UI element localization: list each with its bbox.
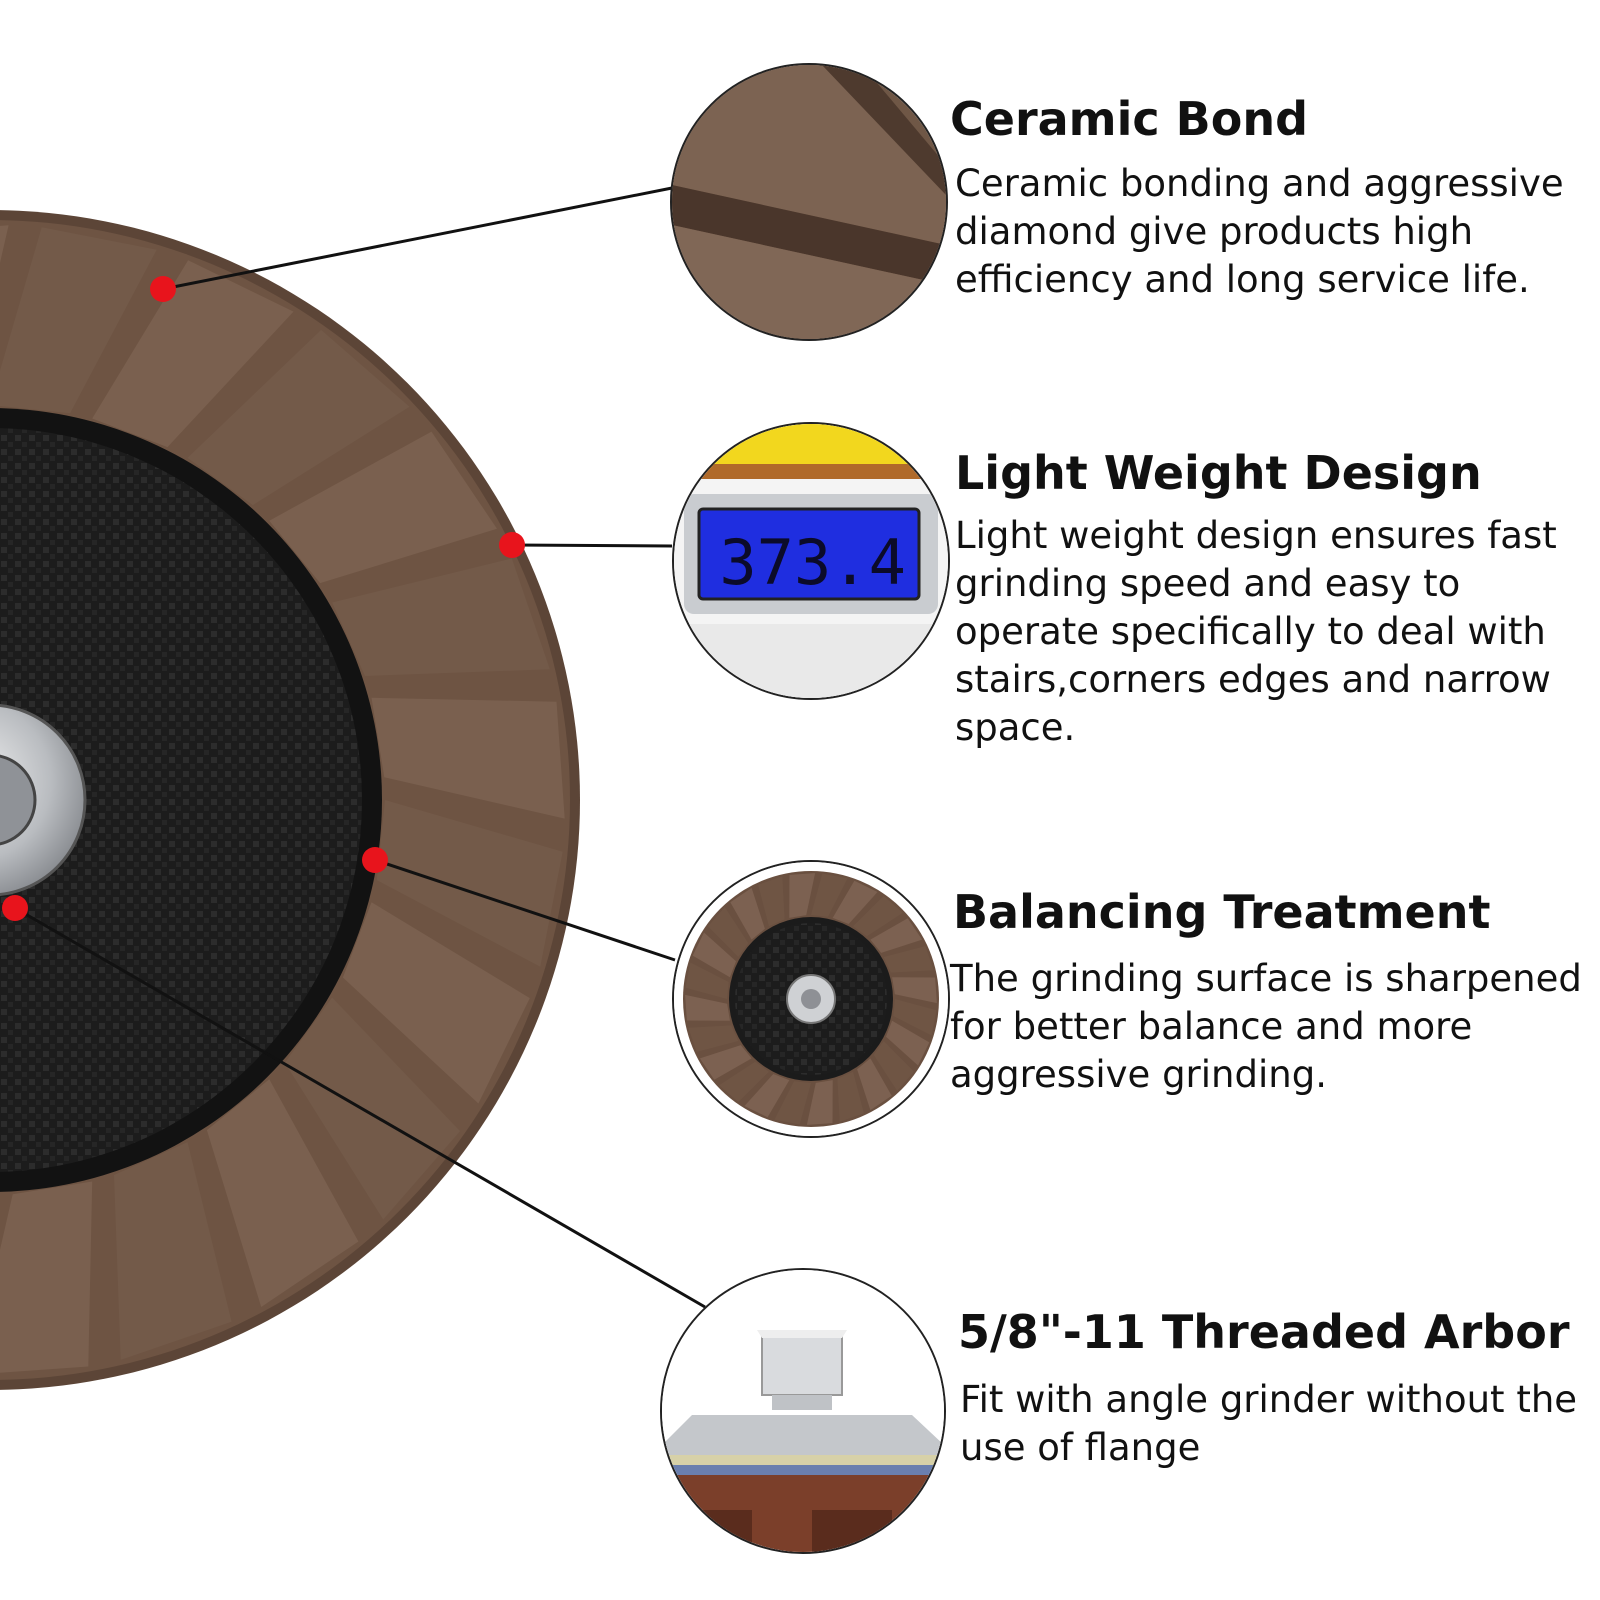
- wheel-segment: [730, 887, 765, 940]
- whole-cup-wheel-icon: [672, 860, 950, 1138]
- feature-description: Fit with angle grinder without the use o…: [960, 1378, 1578, 1469]
- wheel-segment: [692, 932, 736, 978]
- wheel-segment: [371, 697, 565, 819]
- marker-ceramic: [150, 276, 176, 302]
- wheel-segments: [0, 225, 565, 1373]
- marker-arbor: [2, 895, 28, 921]
- wheel-segment: [685, 994, 730, 1021]
- wheel-segment: [886, 1020, 930, 1066]
- leader-lines: [14, 186, 706, 1309]
- wheel-segment: [114, 1142, 232, 1360]
- wheel-segment: [206, 1079, 359, 1307]
- wheel-segment: [269, 431, 497, 584]
- wheel-segment: [892, 977, 937, 1004]
- digital-scale-icon: 373.4: [672, 422, 950, 700]
- ceramic-segment-closeup-icon: [670, 63, 948, 341]
- wheel-segment: [0, 1181, 93, 1373]
- wheel-segment: [806, 1080, 833, 1125]
- wheel-segment: [719, 1061, 769, 1102]
- leader-line-balancing: [374, 858, 676, 962]
- wheel-segment: [284, 997, 461, 1220]
- wheel-segment: [0, 225, 9, 263]
- marker-balancing: [362, 847, 388, 873]
- wheel-segment: [832, 880, 878, 924]
- scale-reading: 373.4: [719, 526, 906, 599]
- wheel-segment: [744, 1074, 790, 1118]
- feature-title: Balancing Treatment: [953, 885, 1491, 939]
- wheel-segment: [873, 1041, 914, 1091]
- wheel-segment: [92, 260, 294, 448]
- wheel-segment: [332, 558, 550, 676]
- wheel-segment: [376, 800, 563, 967]
- wheel-segment: [708, 907, 749, 957]
- wheel-segment: [0, 227, 157, 414]
- wheel-segment: [857, 1058, 892, 1111]
- wheel-segment: [870, 918, 923, 953]
- feature-title: Light Weight Design: [955, 446, 1482, 500]
- wheel-segment: [774, 1081, 811, 1125]
- feature-description: Light weight design ensures fast grindin…: [955, 514, 1557, 749]
- wheel-segment: [685, 962, 729, 999]
- leader-line-arbor: [14, 906, 706, 1309]
- wheel-segment: [811, 873, 848, 917]
- threaded-arbor-nut-icon: [660, 1268, 946, 1554]
- wheel-segment: [789, 873, 816, 918]
- wheel-segment: [883, 946, 934, 973]
- leader-line-weight: [511, 543, 673, 548]
- leader-line-ceramic: [162, 186, 673, 291]
- feature-title: 5/8"-11 Threaded Arbor: [958, 1305, 1570, 1359]
- marker-weight: [499, 532, 525, 558]
- wheel-segment: [853, 896, 903, 937]
- wheel-segment: [187, 329, 410, 506]
- wheel-segment: [893, 999, 937, 1036]
- feature-title: Ceramic Bond: [950, 92, 1309, 146]
- wheel-segment: [688, 1025, 739, 1052]
- feature-description: The grinding surface is sharpened for be…: [950, 957, 1582, 1096]
- cup-wheel-body: [0, 210, 580, 1390]
- markers: [2, 276, 525, 921]
- wheel-segment: [837, 1071, 864, 1122]
- wheel-segment: [342, 902, 530, 1104]
- feature-description: Ceramic bonding and aggressive diamond g…: [955, 162, 1564, 301]
- wheel-segment: [758, 876, 785, 927]
- wheel-segment: [699, 1045, 752, 1080]
